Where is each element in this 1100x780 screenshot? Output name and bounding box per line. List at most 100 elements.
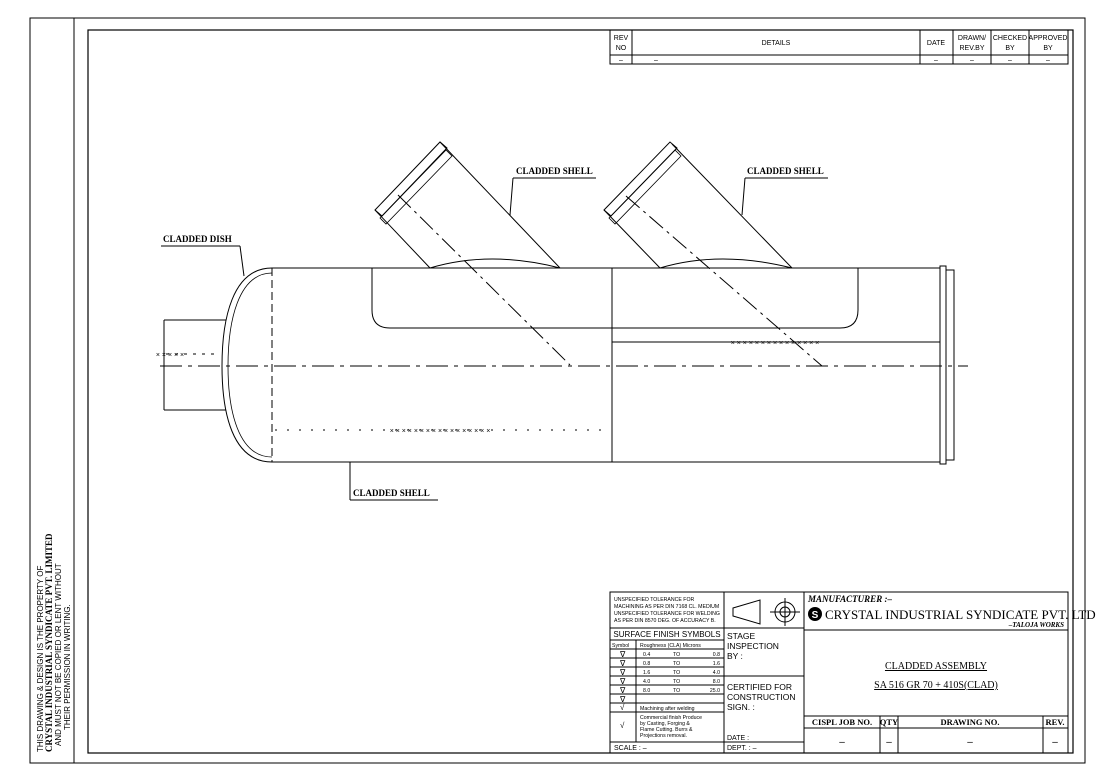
sf-header-symbol: Symbol xyxy=(612,643,629,649)
rev-header-approved: APPROVED xyxy=(1029,35,1068,42)
sf-row-5-to: TO xyxy=(673,688,680,694)
stage-inspection-2: INSPECTION xyxy=(727,641,779,651)
svg-text:∇: ∇ xyxy=(619,668,626,677)
dept-label: DEPT. : – xyxy=(727,745,757,752)
works-name: –TALOJA WORKS xyxy=(1008,621,1064,629)
certified-3: SIGN. : xyxy=(727,702,755,712)
rev-header-rev: REV xyxy=(614,35,629,42)
title-block-text: UNSPECIFIED TOLERANCE FOR MACHINING AS P… xyxy=(612,594,1096,752)
surface-finish-title: SURFACE FINISH SYMBOLS xyxy=(613,630,720,639)
drawing-frame xyxy=(87,29,1074,754)
property-note: THIS DRAWING & DESIGN IS THE PROPERTY OF… xyxy=(36,533,72,752)
sf-machining: Machining after welding xyxy=(640,706,695,712)
surface-finish-symbols: ∇∇∇ ∇∇∇ √√ xyxy=(619,650,626,730)
cladded-dish-head-inner xyxy=(227,272,273,458)
rev-value-details: – xyxy=(654,57,658,64)
stage-inspection-3: BY : xyxy=(727,651,743,661)
sf-row-2-end: 1.6 xyxy=(713,661,720,667)
sf-commercial-1: Commercial finish Produce xyxy=(640,715,702,721)
callouts: CLADDED SHELL CLADDED SHELL CLADDED DISH… xyxy=(161,166,828,501)
property-note-line3: AND MUST NOT BE COPIED OR LENT WITHOUT xyxy=(54,563,63,746)
scale-label: SCALE : – xyxy=(614,745,647,752)
sf-row-4-to: TO xyxy=(673,679,680,685)
tolerance-line1: UNSPECIFIED TOLERANCE FOR xyxy=(614,597,694,603)
job-value-no: – xyxy=(839,737,845,748)
certified-2: CONSTRUCTION xyxy=(727,692,795,702)
job-header-no: CISPL JOB NO. xyxy=(812,717,872,727)
label-cladded-dish: CLADDED DISH xyxy=(163,234,232,244)
sf-commercial-2: by Casting, Forging & xyxy=(640,721,690,727)
sf-row-3-to: TO xyxy=(673,670,680,676)
sf-row-4-from: 4.0 xyxy=(643,679,650,685)
label-cladded-shell-bottom: CLADDED SHELL xyxy=(353,488,430,498)
svg-text:× × × × ×: × × × × × xyxy=(156,352,184,359)
material-spec: SA 516 GR 70 + 410S(CLAD) xyxy=(874,680,998,691)
rev-header-checked-by: BY xyxy=(1005,45,1015,52)
sf-commercial-4: Projections removal. xyxy=(640,733,687,739)
manufacturer-label: MANUFACTURER :– xyxy=(807,594,892,604)
sf-row-2-to: TO xyxy=(673,661,680,667)
rev-header-details: DETAILS xyxy=(762,40,791,47)
svg-text:√: √ xyxy=(620,703,625,712)
label-cladded-shell-right: CLADDED SHELL xyxy=(747,166,824,176)
left-nozzle xyxy=(163,319,226,411)
sf-row-1-to: TO xyxy=(673,652,680,658)
drawing-title: CLADDED ASSEMBLY xyxy=(885,661,987,672)
property-note-line1: THIS DRAWING & DESIGN IS THE PROPERTY OF xyxy=(36,565,45,752)
tolerance-line4: AS PER DIN 8570 DEG. OF ACCURACY B. xyxy=(614,618,716,624)
rev-header-drawn: DRAWN/ xyxy=(958,35,986,42)
rev-value-drawn: – xyxy=(970,57,974,64)
stage-inspection-1: STAGE xyxy=(727,631,756,641)
company-logo-icon: S xyxy=(808,607,822,621)
svg-text:∇: ∇ xyxy=(619,650,626,659)
svg-text:× × × × × × × × × × × × × × ×: × × × × × × × × × × × × × × × xyxy=(731,340,820,347)
outer-border xyxy=(29,17,1086,764)
property-note-line2: CRYSTAL INDUSTRIAL SYNDICATE PVT. LIMITE… xyxy=(44,533,54,752)
rev-header-date: DATE xyxy=(927,40,945,47)
svg-text:× × × × × × × × × × × × × × ×: × × × × × × × × × × × × × × × × × xyxy=(390,428,491,435)
sf-row-3-from: 1.6 xyxy=(643,670,650,676)
rev-header-revby: REV.BY xyxy=(959,45,984,52)
svg-text:∇: ∇ xyxy=(619,677,626,686)
svg-text:∇: ∇ xyxy=(619,659,626,668)
right-flange xyxy=(939,265,947,465)
company-name: CRYSTAL INDUSTRIAL SYNDICATE PVT. LTD xyxy=(825,607,1096,622)
sf-row-5-from: 8.0 xyxy=(643,688,650,694)
inner-liner xyxy=(371,268,859,329)
svg-text:√: √ xyxy=(620,721,625,730)
job-header-rev: REV. xyxy=(1046,717,1065,727)
cladded-dish-head xyxy=(221,267,273,463)
revision-block: REV NO DETAILS DATE DRAWN/ REV.BY CHECKE… xyxy=(609,29,1069,65)
rev-header-no: NO xyxy=(616,45,627,52)
sf-row-1-from: 0.4 xyxy=(643,652,650,658)
label-cladded-shell-left: CLADDED SHELL xyxy=(516,166,593,176)
job-header-drawing-no: DRAWING NO. xyxy=(940,717,999,727)
vessel-assembly xyxy=(160,265,968,465)
svg-text:S: S xyxy=(812,610,819,621)
rev-header-checked: CHECKED xyxy=(993,35,1027,42)
branch-nozzle-2 xyxy=(603,141,823,367)
date-label: DATE : xyxy=(727,735,749,742)
sf-row-3-end: 4.0 xyxy=(713,670,720,676)
title-block xyxy=(609,591,1069,754)
sf-row-5-end: 25.0 xyxy=(710,688,720,694)
job-value-qty: – xyxy=(886,737,892,748)
rev-value-checked: – xyxy=(1008,57,1012,64)
rev-value-no: – xyxy=(619,57,623,64)
rev-value-date: – xyxy=(934,57,938,64)
job-header-qty: QTY xyxy=(880,717,898,727)
sf-header-roughness: Roughness (CLA) Microns xyxy=(640,643,701,649)
svg-text:∇: ∇ xyxy=(619,686,626,695)
job-value-drawing-no: – xyxy=(967,737,973,748)
sf-row-1-end: 0.8 xyxy=(713,652,720,658)
job-value-rev: – xyxy=(1052,737,1058,748)
property-note-line4: THEIR PERMISSION IN WRITING. xyxy=(63,604,72,730)
svg-text:∇: ∇ xyxy=(619,695,626,704)
sf-row-2-from: 0.8 xyxy=(643,661,650,667)
sf-commercial-3: Flame Cutting. Burrs & xyxy=(640,727,693,733)
tolerance-line3: UNSPECIFIED TOLERANCE FOR WELDING xyxy=(614,611,720,617)
rev-header-approved-by: BY xyxy=(1043,45,1053,52)
certified-1: CERTIFIED FOR xyxy=(727,682,792,692)
weld-marks: × × × × × × × × × × × × × × × × × × × × … xyxy=(156,340,819,435)
